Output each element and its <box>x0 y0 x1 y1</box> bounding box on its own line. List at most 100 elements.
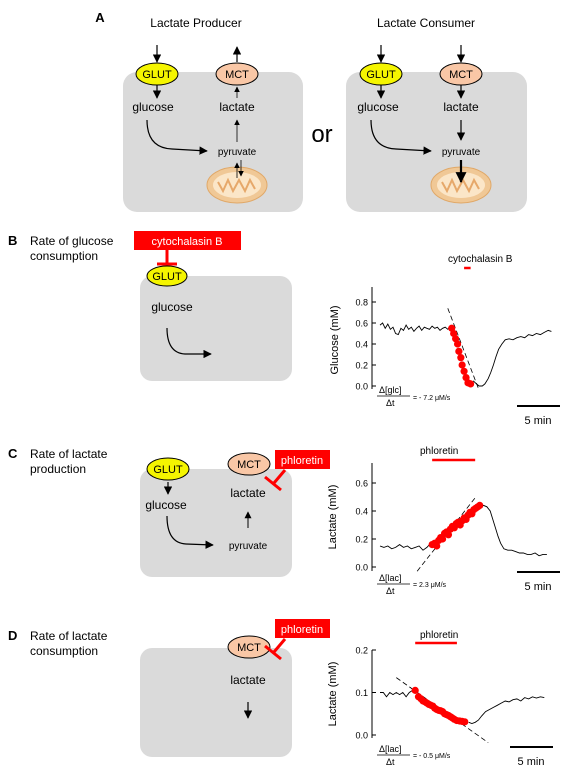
panel-d-mct-label: MCT <box>237 642 261 654</box>
lactate-consumption-rate-denominator: Δt <box>386 757 395 767</box>
lactate-consumption-chart-trace-2 <box>468 696 545 724</box>
panel-d-heading-line2: consumption <box>30 644 98 658</box>
lactate-consumption-chart-trace-1 <box>380 690 413 698</box>
cytochalasin-b-inhibitor-box <box>134 231 241 250</box>
lactate-consumption-chart-data-point <box>411 686 419 694</box>
panel-c-lactate-label: lactate <box>230 486 266 500</box>
panel-c: C Rate of lactate production GLUT MCT ph… <box>8 446 560 596</box>
lactate-consumption-chart-y-tick-label: 0.1 <box>355 688 368 698</box>
panel-b-heading-line2: consumption <box>30 249 98 263</box>
glucose-rate-numerator: Δ[glc] <box>379 385 402 395</box>
panel-c-phloretin-inhibit-bar <box>264 475 282 492</box>
lactate-production-chart-y-tick-label: 0.2 <box>355 535 368 545</box>
glucose-chart-data-point <box>467 380 475 388</box>
panel-c-glucose-label: glucose <box>145 498 187 512</box>
glucose-chart-drug-label: cytochalasin B <box>448 254 513 265</box>
lactate-production-chart-trace-1 <box>379 544 430 551</box>
cytochalasin-b-inhibitor-label: cytochalasin B <box>152 236 223 248</box>
consumer-mitochondrion <box>430 166 492 204</box>
glucose-chart-y-tick-label: 0.4 <box>355 340 368 350</box>
panel-c-glut-label: GLUT <box>153 464 183 476</box>
producer-lactate-label: lactate <box>219 100 255 114</box>
producer-mct-label: MCT <box>225 69 249 81</box>
consumer-mct-label: MCT <box>449 69 473 81</box>
glucose-chart: Glucose (mM) cytochalasin B 5 min Δ[glc]… <box>329 254 560 427</box>
glucose-chart-y-tick-label: 0.6 <box>355 319 368 329</box>
consumer-glucose-label: glucose <box>357 100 399 114</box>
panel-d: D Rate of lactate consumption MCT phlore… <box>8 619 553 768</box>
lactate-consumption-chart: Lactate (mM) phloretin 5 min Δ[lac] Δt =… <box>327 630 553 768</box>
lactate-production-chart-drug-label: phloretin <box>420 446 458 457</box>
panel-b: B Rate of glucose consumption cytochalas… <box>8 231 560 427</box>
glucose-chart-trace-2 <box>472 329 552 387</box>
glucose-chart-y-tick-label: 0.2 <box>355 361 368 371</box>
lactate-consumption-chart-drug-label: phloretin <box>420 630 458 641</box>
lactate-consumption-chart-y-tick-label: 0.0 <box>355 731 368 741</box>
panel-a-letter: A <box>95 10 105 25</box>
consumer-pyruvate-label: pyruvate <box>442 147 481 158</box>
panel-a: A Lactate Producer GLUT glucose MCT lact… <box>95 10 527 212</box>
panel-d-cell <box>140 648 292 757</box>
panel-c-letter: C <box>8 446 18 461</box>
panel-c-glycolysis-arrow <box>166 515 214 549</box>
producer-cell-group: Lactate Producer GLUT glucose MCT lactat… <box>123 16 303 212</box>
panel-d-phloretin-inhibitor-label: phloretin <box>281 624 323 636</box>
panel-c-mct-label: MCT <box>237 459 261 471</box>
producer-mitochondrion <box>206 166 268 204</box>
glucose-chart-fit-line <box>447 308 480 391</box>
panel-d-mct-transporter <box>227 635 271 659</box>
lactate-production-chart-y-tick-label: 0.0 <box>355 563 368 573</box>
panel-d-phloretin-inhibitor-box <box>275 619 330 638</box>
producer-mct-transporter <box>215 62 259 86</box>
producer-glucose-label: glucose <box>132 100 174 114</box>
panel-c-pyruvate-label: pyruvate <box>229 541 268 552</box>
producer-title: Lactate Producer <box>150 16 241 30</box>
panel-c-phloretin-inhibitor-label: phloretin <box>281 455 323 467</box>
lactate-production-chart-scale-label: 5 min <box>525 581 552 593</box>
panel-b-heading-line1: Rate of glucose <box>30 234 114 248</box>
lactate-production-rate-denominator: Δt <box>386 586 395 596</box>
lactate-production-chart-trace-2 <box>480 504 547 557</box>
lactate-consumption-rate-value: = - 0.5 μM/s <box>413 753 451 760</box>
lactate-production-rate-value: = 2.3 μM/s <box>413 582 447 589</box>
lactate-production-chart-data-point <box>444 531 453 539</box>
glucose-chart-data-point <box>458 361 466 369</box>
panel-c-heading-line1: Rate of lactate <box>30 447 108 461</box>
panel-c-phloretin-inhibit-stem <box>272 469 287 484</box>
lactate-production-chart-data-point <box>438 535 447 543</box>
lactate-production-chart-data-point <box>476 501 484 509</box>
glucose-chart-data-point <box>457 354 465 362</box>
panel-b-glycolysis-arrow <box>166 327 212 359</box>
lactate-consumption-chart-scale-label: 5 min <box>518 756 545 768</box>
glucose-chart-trace-1 <box>379 322 451 336</box>
panel-d-lactate-label: lactate <box>230 673 266 687</box>
lactate-production-rate-numerator: Δ[lac] <box>379 573 402 583</box>
lactate-production-chart-y-label: Lactate (mM) <box>327 485 339 550</box>
panel-b-glut-transporter <box>146 265 188 287</box>
lactate-production-chart-y-tick-label: 0.4 <box>355 507 368 517</box>
consumer-lactate-label: lactate <box>443 100 479 114</box>
panel-b-cell <box>140 276 292 381</box>
consumer-glut-label: GLUT <box>366 69 396 81</box>
glucose-chart-y-tick-label: 0.0 <box>355 382 368 392</box>
consumer-glycolysis-arrow <box>370 119 432 155</box>
lactate-production-chart-y-tick-label: 0.6 <box>355 479 368 489</box>
panel-c-glut-transporter <box>146 457 190 481</box>
panel-c-phloretin-inhibitor-box <box>275 450 330 469</box>
panel-c-mct-transporter <box>227 452 271 476</box>
lactate-consumption-chart-y-tick-label: 0.2 <box>355 646 368 656</box>
lactate-production-chart-data-point <box>433 542 441 550</box>
lactate-consumption-rate-numerator: Δ[lac] <box>379 744 402 754</box>
panel-b-glut-label: GLUT <box>152 271 182 283</box>
glucose-chart-y-label: Glucose (mM) <box>329 305 341 374</box>
producer-pyruvate-label: pyruvate <box>218 147 257 158</box>
lactate-consumption-chart-y-label: Lactate (mM) <box>327 662 339 727</box>
producer-glycolysis-arrow <box>146 119 208 155</box>
lactate-production-chart: Lactate (mM) phloretin 5 min Δ[lac] Δt =… <box>327 446 560 596</box>
glucose-chart-scale-label: 5 min <box>525 415 552 427</box>
consumer-title: Lactate Consumer <box>377 16 475 30</box>
glucose-rate-denominator: Δt <box>386 398 395 408</box>
glucose-chart-data-point <box>460 367 468 375</box>
glucose-rate-value: = - 7.2 μM/s <box>413 395 451 402</box>
